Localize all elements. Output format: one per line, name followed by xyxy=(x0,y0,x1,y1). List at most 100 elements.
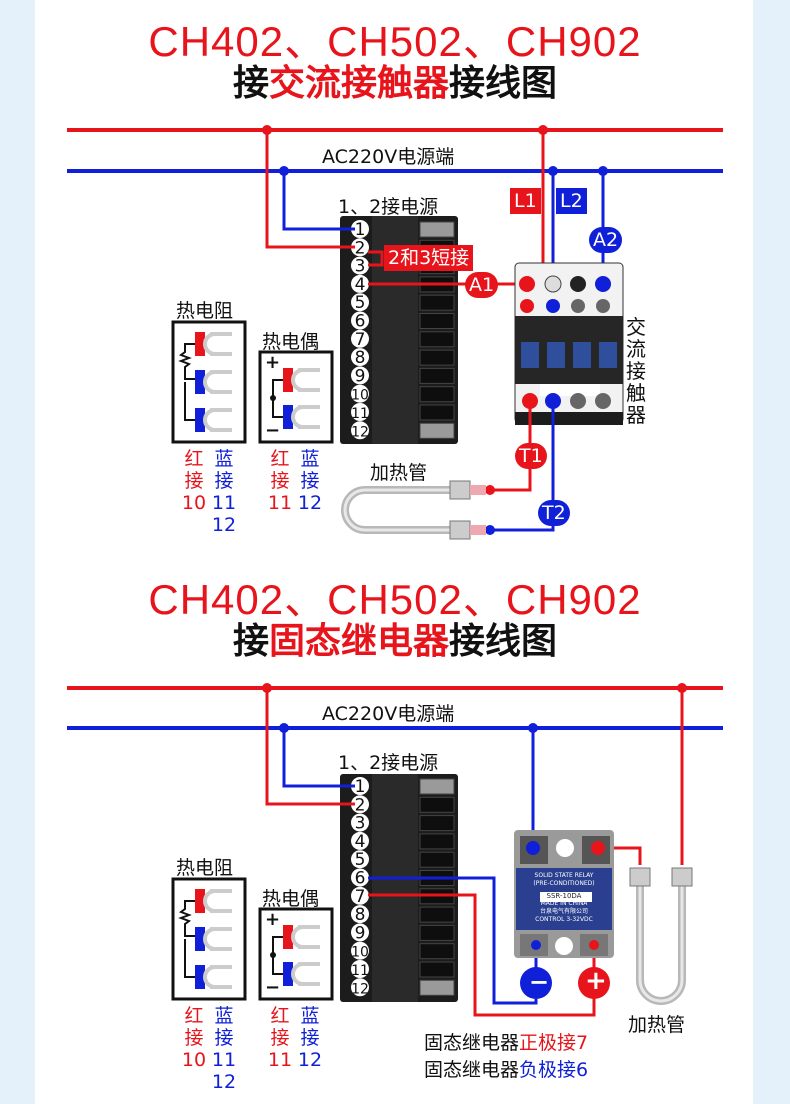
title-prefix: 接 xyxy=(232,621,269,662)
screw-terminal xyxy=(419,943,455,960)
d1-tc-minus: − xyxy=(265,420,281,441)
ssr-label: SOLID STATE RELAY(PRE-CONDITIONED) SSR-1… xyxy=(533,872,595,923)
d1-power-terminals-label: 1、2接电源 xyxy=(338,196,439,218)
ssr-positive-badge xyxy=(578,967,610,999)
screw-terminal xyxy=(419,833,455,850)
terminal-number-badge xyxy=(351,978,369,997)
terminal-number: 7 xyxy=(355,887,366,907)
terminal-number: 11 xyxy=(351,963,369,979)
screw-terminal xyxy=(419,386,455,403)
terminal-number: 4 xyxy=(355,832,366,852)
terminal-number-badge xyxy=(351,850,369,869)
screw-terminal xyxy=(419,367,455,384)
terminal-number-badge xyxy=(351,256,369,275)
junction-dot xyxy=(279,723,289,733)
terminal-number: 8 xyxy=(355,905,366,925)
ssr-plus-symbol: + xyxy=(585,966,607,996)
note-positive: 固态继电器正极接7 xyxy=(424,1032,589,1054)
d2-wire-terminal2 xyxy=(265,688,355,806)
terminal-number-badge xyxy=(351,960,369,978)
junction-dot xyxy=(279,166,289,176)
junction-dot xyxy=(538,125,548,135)
title-highlight: 交流接触器 xyxy=(268,63,449,104)
terminal-number-badge xyxy=(351,348,369,367)
d1-thermocouple-title: 热电偶 xyxy=(262,331,320,353)
junction-dot xyxy=(262,125,272,135)
terminal-number-badge xyxy=(351,868,369,887)
terminal-number: 9 xyxy=(355,923,366,943)
terminal-number: 10 xyxy=(351,945,369,961)
screw-terminal xyxy=(419,313,455,329)
heater-terminal-dot xyxy=(485,525,495,535)
title-highlight: 固态继电器 xyxy=(268,621,449,662)
terminal-number-badge xyxy=(351,941,369,960)
terminal-number-badge xyxy=(351,923,369,942)
d1-short-label: 2和3短接 xyxy=(384,245,474,271)
diagram1-models-title: CH402、CH502、CH902 xyxy=(148,18,642,65)
diagram2-models-title: CH402、CH502、CH902 xyxy=(148,576,642,623)
terminal-number: 9 xyxy=(355,366,366,386)
terminal-number: 6 xyxy=(355,869,366,889)
d1-rtd-title: 热电阻 xyxy=(176,300,234,322)
terminal-number: 8 xyxy=(355,348,366,368)
terminal-number-badge xyxy=(351,831,369,850)
d2-thermocouple-box xyxy=(258,907,334,1001)
terminal-number-badge xyxy=(351,905,369,924)
terminal-number-badge xyxy=(351,421,369,440)
d2-heater-tube-icon xyxy=(629,867,693,1005)
d2-heater-label: 加热管 xyxy=(628,1014,686,1036)
title-prefix: 接 xyxy=(232,63,269,104)
terminal-number: 6 xyxy=(355,312,366,332)
screw-terminal xyxy=(419,778,455,795)
d2-tc-plus: + xyxy=(265,909,281,930)
screw-terminal xyxy=(419,924,455,941)
terminal-number: 5 xyxy=(355,293,366,313)
junction-dot xyxy=(548,166,558,176)
d2-rtd-title: 热电阻 xyxy=(176,857,234,879)
terminal-number-badge xyxy=(351,220,369,238)
tag-t1: T1 xyxy=(515,443,547,469)
d1-wire-t1 xyxy=(490,401,532,492)
note-negative: 固态继电器负极接6 xyxy=(424,1059,589,1081)
tag-a2: A2 xyxy=(589,227,623,253)
title-suffix: 接线图 xyxy=(449,63,558,104)
terminal-number-badge xyxy=(351,886,369,905)
screw-terminal xyxy=(419,851,455,868)
screw-terminal xyxy=(419,796,455,813)
ssr-negative-badge xyxy=(520,967,552,999)
solid-state-relay xyxy=(514,830,614,958)
screw-terminal xyxy=(419,906,455,923)
terminal-number: 12 xyxy=(351,424,369,440)
terminal-number-badge xyxy=(351,403,369,421)
screw-terminal xyxy=(419,404,455,421)
d2-tc-minus: − xyxy=(265,977,281,998)
diagram1-subtitle: 接交流接触器接线图 xyxy=(0,54,790,106)
terminal-number: 2 xyxy=(355,238,366,258)
terminal-number: 7 xyxy=(355,330,366,350)
terminal-number: 2 xyxy=(355,795,366,815)
terminal-number-badge xyxy=(351,293,369,312)
terminal-number: 5 xyxy=(355,850,366,870)
ssr-minus-symbol: − xyxy=(529,968,550,996)
terminal-number: 10 xyxy=(351,388,369,404)
d1-heater-label: 加热管 xyxy=(370,462,428,484)
heater-terminal-dot xyxy=(485,485,495,495)
screw-terminal xyxy=(419,221,455,238)
d2-rtd-box xyxy=(171,877,247,1001)
d1-thermocouple-box xyxy=(258,350,334,444)
screw-terminal xyxy=(419,294,455,311)
d2-power-terminals-label: 1、2接电源 xyxy=(338,752,439,774)
terminal-number-badge xyxy=(351,238,369,257)
terminal-number: 1 xyxy=(355,220,366,240)
d1-tc-plus: + xyxy=(265,352,281,373)
title-suffix: 接线图 xyxy=(449,621,558,662)
d1-heater-tube-icon xyxy=(341,480,486,540)
screw-terminal xyxy=(419,815,455,832)
screw-terminal xyxy=(419,422,455,439)
terminal-number-badge xyxy=(351,813,369,832)
